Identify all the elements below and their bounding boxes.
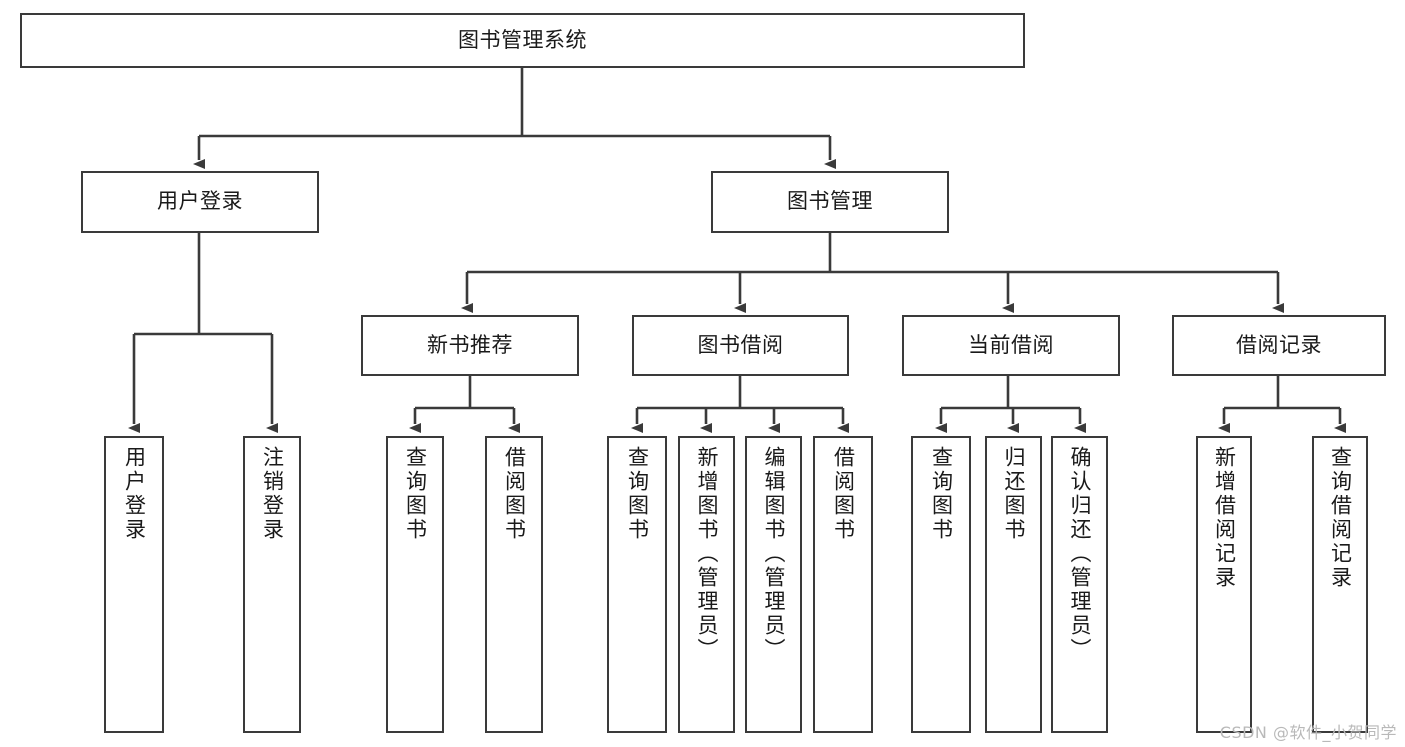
node-leaf-add-book[interactable]: 新增图书（管理员） [678,436,735,733]
node-borrow-record[interactable]: 借阅记录 [1172,315,1386,376]
node-leaf-query-book-cb[interactable]: 查询图书 [911,436,971,733]
node-leaf-user-login-label: 用户登录 [122,446,147,542]
node-leaf-query-book-rec-label: 查询图书 [403,446,428,542]
node-leaf-borrow-book-bb-label: 借阅图书 [831,446,856,542]
node-leaf-query-book-bb[interactable]: 查询图书 [607,436,667,733]
node-root[interactable]: 图书管理系统 [20,13,1025,68]
node-leaf-borrow-book-bb[interactable]: 借阅图书 [813,436,873,733]
node-leaf-user-logout[interactable]: 注销登录 [243,436,301,733]
node-book-borrow-label: 图书借阅 [697,332,784,357]
node-leaf-borrow-book-rec-label: 借阅图书 [502,446,527,542]
node-leaf-query-book-cb-label: 查询图书 [929,446,954,542]
node-leaf-return-book-label: 归还图书 [1002,446,1026,542]
node-root-label: 图书管理系统 [458,27,587,52]
node-leaf-confirm-return[interactable]: 确认归还（管理员） [1051,436,1108,733]
node-new-book-rec[interactable]: 新书推荐 [361,315,579,376]
node-leaf-query-record-label: 查询借阅记录 [1328,446,1353,590]
node-leaf-query-record[interactable]: 查询借阅记录 [1312,436,1368,733]
node-leaf-query-book-rec[interactable]: 查询图书 [386,436,444,733]
watermark: CSDN @软件_小贺同学 [1219,723,1397,742]
node-user-login[interactable]: 用户登录 [81,171,319,233]
node-leaf-add-record-label: 新增借阅记录 [1212,446,1237,590]
node-leaf-borrow-book-rec[interactable]: 借阅图书 [485,436,543,733]
node-book-manage-label: 图书管理 [787,189,873,214]
node-leaf-edit-book[interactable]: 编辑图书（管理员） [745,436,802,733]
node-borrow-record-label: 借阅记录 [1236,332,1322,357]
node-leaf-add-record[interactable]: 新增借阅记录 [1196,436,1252,733]
node-leaf-user-login[interactable]: 用户登录 [104,436,164,733]
node-leaf-user-logout-label: 注销登录 [260,446,285,542]
node-leaf-confirm-return-label: 确认归还（管理员） [1068,446,1092,662]
node-current-borrow-label: 当前借阅 [968,332,1054,357]
node-leaf-edit-book-label: 编辑图书（管理员） [762,446,786,662]
node-current-borrow[interactable]: 当前借阅 [902,315,1120,376]
node-new-book-rec-label: 新书推荐 [427,332,513,357]
node-book-manage[interactable]: 图书管理 [711,171,949,233]
node-leaf-query-book-bb-label: 查询图书 [625,446,650,542]
node-user-login-label: 用户登录 [157,189,243,214]
node-leaf-return-book[interactable]: 归还图书 [985,436,1042,733]
node-book-borrow[interactable]: 图书借阅 [632,315,849,376]
node-leaf-add-book-label: 新增图书（管理员） [695,446,719,662]
